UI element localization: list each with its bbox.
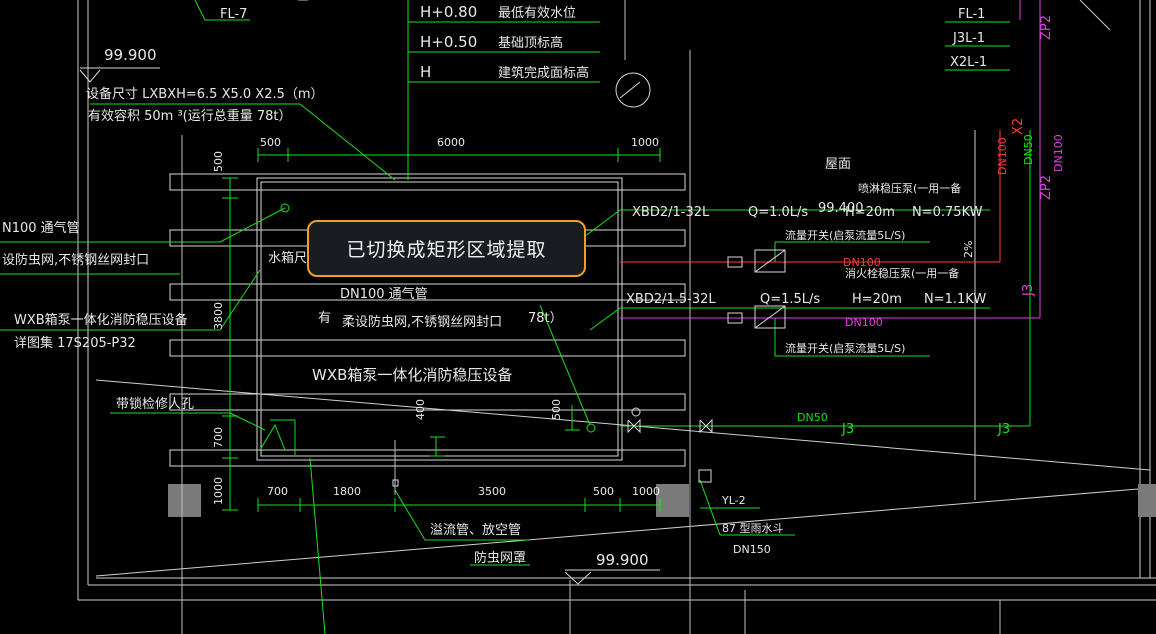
dim-top-3: 1000	[631, 136, 659, 149]
label-vent-mid: DN100 通气管	[340, 286, 428, 302]
rain-drain-symbol	[698, 469, 712, 483]
label-wxb-center: WXB箱泵一体化消防稳压设备	[312, 366, 512, 384]
dim-bottom-3: 3500	[478, 485, 506, 498]
vent-point-left	[280, 203, 290, 213]
elevation-marks	[79, 67, 660, 585]
tank-body	[256, 177, 623, 461]
label-overflow: 溢流管、放空管	[430, 523, 521, 538]
label-vent-left: N100 通气管	[2, 220, 80, 236]
label-tank-name: 水箱尺	[268, 250, 307, 266]
label-pump2-q: Q=1.5L/s	[760, 292, 820, 307]
label-dn150: DN150	[733, 543, 771, 556]
label-vent-mid-prefix: 有	[318, 311, 331, 326]
label-pump1-q: Q=1.0L/s	[748, 205, 808, 220]
tag-j3l1: J3L-1	[952, 31, 985, 46]
dim-left-top: 500	[212, 151, 225, 172]
label-manhole: 带锁检修人孔	[116, 396, 194, 412]
label-sprinkler-pump: 喷淋稳压泵(一用一备	[858, 181, 961, 195]
dimension-lines	[222, 148, 661, 512]
overflow-marker	[392, 479, 399, 487]
level-3-desc: 建筑完成面标高	[498, 65, 589, 81]
label-flow-switch-1: 流量开关(启泵流量5L/S)	[785, 228, 905, 242]
level-1-desc: 最低有效水位	[498, 6, 576, 21]
label-pump1: XBD2/1-32L	[632, 205, 710, 220]
equipment-size: 设备尺寸 LXBXH=6.5 X5.0 X2.5（m）	[86, 86, 324, 102]
column-mid	[656, 484, 689, 517]
label-rain-hopper: 87 型雨水斗	[722, 521, 784, 535]
label-yl2: YL-2	[721, 494, 746, 507]
label-dn50: DN50	[797, 411, 828, 424]
dim-mid-500: 500	[550, 399, 563, 420]
equipment-volume: 有效容积 50m ³(运行总重量 78t）	[88, 108, 292, 124]
tag-x2: X2	[1011, 118, 1026, 135]
dim-top-1: 500	[260, 136, 281, 149]
tag-zp2-top: ZP2	[1039, 15, 1054, 40]
tag-dn100-red: DN100	[996, 137, 1009, 175]
label-wxb-left: WXB箱泵一体化消防稳压设备	[14, 312, 188, 328]
pump-symbol-line	[619, 81, 641, 99]
label-pump1-n: N=0.75KW	[912, 205, 983, 220]
dim-top-2: 6000	[437, 136, 465, 149]
label-pump2-h: H=20m	[852, 292, 902, 307]
valve-symbols	[627, 249, 786, 434]
label-roof: 屋面	[825, 157, 851, 172]
label-slope: 2%	[962, 241, 975, 258]
dim-mid-400: 400	[414, 399, 427, 420]
dim-bottom-4: 500	[593, 485, 614, 498]
label-vent-mid-suffix: 78t）	[528, 311, 563, 326]
label-insect-screen: 防虫网罩	[474, 550, 526, 566]
dim-bottom-1: 700	[267, 485, 288, 498]
dim-bottom-2: 1800	[333, 485, 361, 498]
level-lines	[0, 0, 1031, 634]
level-3: H	[420, 63, 431, 81]
label-vent-mid-2: 柔设防虫网,不锈钢丝网封口	[342, 314, 502, 330]
mode-toast: 已切换成矩形区域提取	[307, 220, 586, 277]
vent-point-right	[586, 423, 596, 433]
elevation-bottom: 99.900	[596, 551, 649, 569]
dim-left-1000: 1000	[212, 477, 225, 505]
dim-left-700: 700	[212, 427, 225, 448]
tag-fl7: FL-7	[220, 7, 247, 22]
label-j3-right: J3	[997, 422, 1010, 437]
tag-dn50: DN50	[1022, 134, 1035, 165]
label-pump2: XBD2/1.5-32L	[626, 292, 716, 307]
label-pump2-n: N=1.1KW	[924, 292, 986, 307]
tag-zp2-mid: ZP2	[1039, 175, 1054, 200]
column-left	[168, 484, 201, 517]
tag-dn100-magenta: DN100	[1052, 134, 1065, 172]
red-pipes	[620, 130, 1001, 263]
dim-bottom-5: 1000	[632, 485, 660, 498]
magenta-pipes	[620, 0, 1041, 319]
level-2: H+0.50	[420, 33, 477, 51]
tag-j3-vertical: J3	[1021, 284, 1036, 297]
tag-x2l1: X2L-1	[950, 55, 987, 70]
label-flow-switch-2: 流量开关(启泵流量5L/S)	[785, 341, 905, 355]
column-right	[1138, 484, 1156, 517]
label-pump1-h: H=20m	[845, 205, 895, 220]
label-dn100-magenta: DN100	[845, 316, 883, 329]
pump-symbol	[615, 72, 651, 108]
level-1: H+0.80	[420, 3, 477, 21]
label-pump1-elev: 99.400	[818, 201, 864, 216]
label-j3-mid: J3	[841, 422, 854, 437]
label-dn100-red: DN100	[843, 256, 881, 269]
manhole-symbol	[259, 423, 286, 451]
label-vent-left-2: 设防虫网,不锈钢丝网封口	[2, 252, 149, 268]
building-outline	[77, 0, 1156, 601]
dim-left-mid: 3800	[212, 302, 225, 330]
label-atlas: 详图集 17S205-P32	[14, 335, 136, 351]
elevation-top: 99.900	[104, 46, 157, 64]
level-2-desc: 基础顶标高	[498, 35, 563, 51]
label-hydrant-pump: 消火栓稳压泵(一用一备	[845, 266, 959, 280]
tag-fl1: FL-1	[958, 7, 985, 22]
